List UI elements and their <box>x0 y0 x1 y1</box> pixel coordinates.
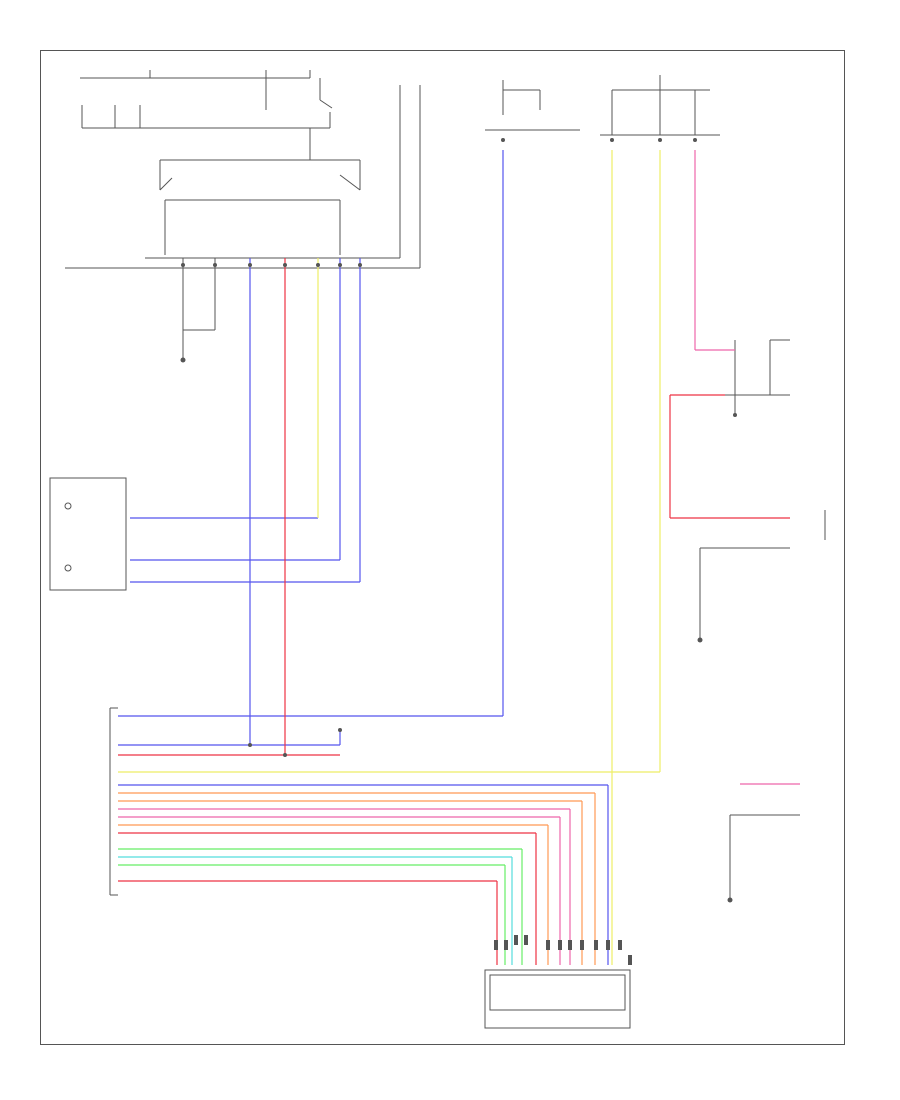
wires-pink <box>118 150 800 965</box>
power-distribution <box>65 70 421 269</box>
wires-orange <box>118 792 596 965</box>
terminal-dots <box>180 138 737 903</box>
control-unit-box <box>109 707 118 896</box>
bottom-connector <box>484 969 631 1029</box>
wires-blue <box>118 150 609 965</box>
ground-and-connectors <box>182 75 826 900</box>
front-wiper-motor-box <box>49 477 127 591</box>
diagram-frame <box>40 50 845 1045</box>
wires-green-cyan <box>118 848 523 965</box>
wires-red <box>118 258 790 965</box>
connector-pins <box>494 935 632 965</box>
wires-yellow <box>118 150 661 965</box>
